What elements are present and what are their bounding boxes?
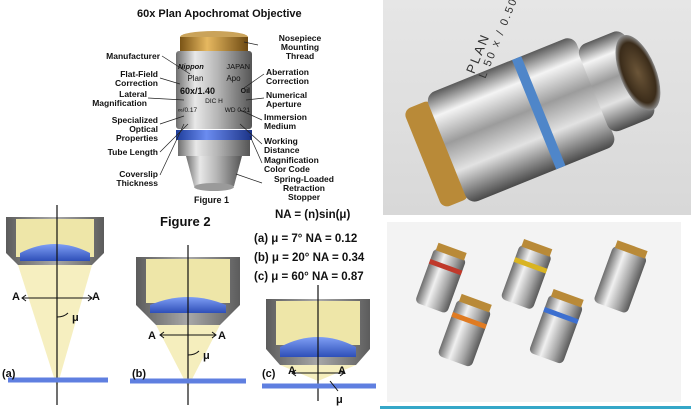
objective-2 — [501, 239, 553, 309]
lower-band — [178, 140, 250, 156]
na-diagrams — [6, 205, 376, 405]
brass-thread-ring — [405, 101, 469, 207]
objective-title: 60x Plan Apochromat Objective — [137, 8, 302, 20]
panel-a-mu: μ — [72, 312, 79, 324]
na-equation: NA = (n)sin(μ) — [275, 209, 351, 221]
panel-b-right-a: A — [218, 330, 226, 342]
objective-4 — [438, 293, 492, 367]
nose-cone — [186, 156, 242, 186]
oil-text: Oil — [240, 88, 250, 95]
front-lens — [194, 183, 234, 191]
panel-b-diagram — [130, 245, 246, 405]
nosepiece-thread — [180, 37, 248, 51]
label-manufacturer: Manufacturer — [106, 51, 160, 61]
color-band — [176, 130, 252, 140]
panel-a-right-a: A — [92, 291, 100, 303]
apo-text: Apo — [226, 74, 241, 83]
mag-text: 60x/1.40 — [180, 86, 216, 96]
objective-illustration — [147, 31, 265, 191]
panel-a-diagram — [6, 205, 108, 405]
panel-c-diagram — [262, 285, 376, 401]
panel-b-label: (b) — [132, 368, 147, 380]
case-c: (c) μ = 60° NA = 0.87 — [254, 271, 364, 283]
figure1-caption: Figure 1 — [194, 195, 230, 205]
objective-5 — [529, 288, 584, 364]
brand-text: Nippon — [178, 62, 204, 71]
label-tube-length: Tube Length — [107, 147, 158, 157]
photo-barrel — [427, 38, 615, 202]
photo-front-lens — [615, 35, 661, 111]
panel-b-left-a: A — [148, 330, 156, 342]
barrel-body — [176, 51, 252, 129]
photo-blue-band — [512, 56, 566, 170]
panel-c-mu: μ — [336, 394, 343, 406]
objective-1 — [416, 242, 467, 313]
panel-c-right-a: A — [338, 365, 346, 377]
panel-c-label: (c) — [262, 368, 276, 380]
bottom-right-rule — [380, 406, 691, 409]
panel-a-label: (a) — [2, 368, 16, 380]
dic-text: DIC H — [205, 98, 223, 105]
panel-c-left-a: A — [288, 365, 296, 377]
case-a: (a) μ = 7° NA = 0.12 — [254, 233, 358, 245]
panel-b-mu: μ — [203, 350, 210, 362]
objectives-group-photo — [387, 222, 681, 402]
tube-text: ∞/0.17 — [178, 107, 198, 114]
objective-photo-closeup: PLAN L 50 x / 0.50 — [383, 0, 691, 215]
figure2-title: Figure 2 — [160, 214, 211, 229]
country-text: JAPAN — [226, 62, 250, 71]
objectives-group-art — [416, 239, 648, 367]
objective-closeup-art — [405, 31, 661, 207]
case-b: (b) μ = 20° NA = 0.34 — [254, 252, 365, 264]
photo-nose — [578, 31, 655, 132]
objective-3 — [594, 240, 648, 313]
panel-a-left-a: A — [12, 291, 20, 303]
wd-text: WD 0.21 — [224, 107, 250, 114]
plan-text: Plan — [187, 74, 204, 83]
barrel-engraving: Nippon JAPAN Plan Apo 60x/1.40 Oil DIC H… — [176, 62, 252, 114]
